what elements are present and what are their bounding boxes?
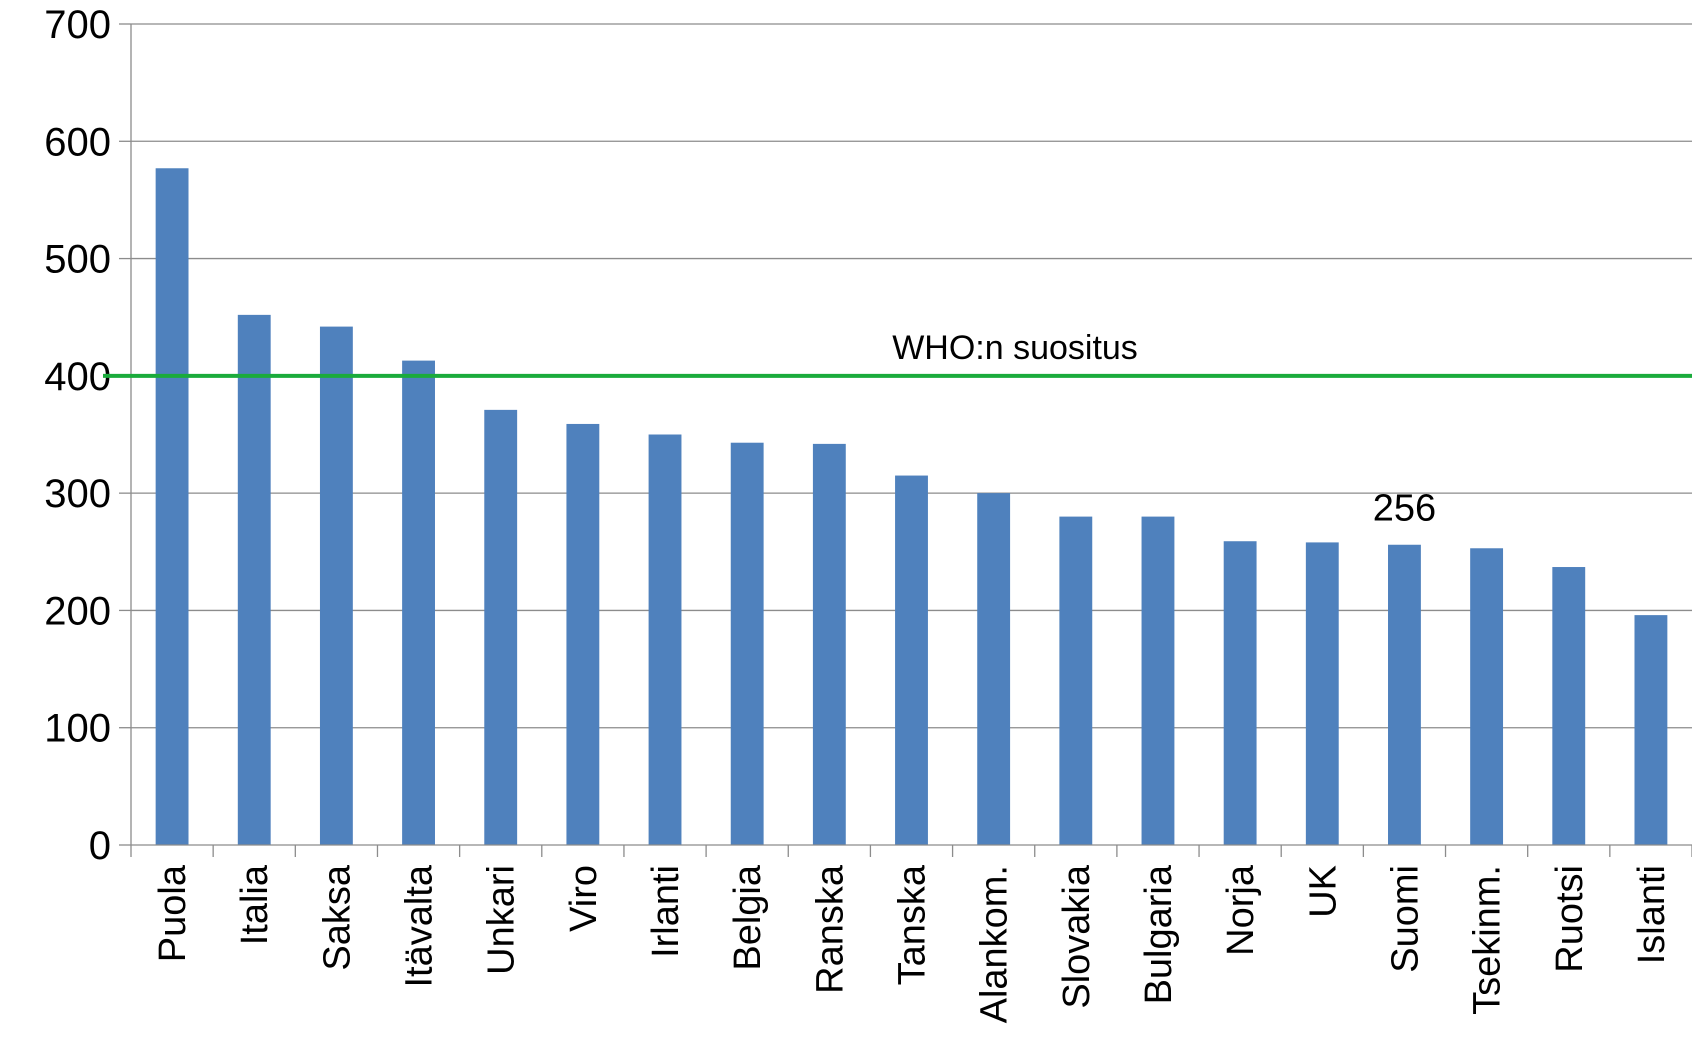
y-tick-label: 200 xyxy=(44,589,111,633)
bar-Viro xyxy=(566,423,600,845)
x-tick-label: Viro xyxy=(563,865,605,932)
bar-Islanti xyxy=(1634,615,1668,845)
x-tick-label: Norja xyxy=(1220,864,1262,956)
y-tick-label: 300 xyxy=(44,472,111,516)
bar-Slovakia xyxy=(1059,516,1093,845)
bar-Ruotsi xyxy=(1552,567,1586,845)
x-tick-label: Alankom. xyxy=(974,865,1016,1023)
bar-Belgia xyxy=(730,442,764,845)
y-tick-label: 100 xyxy=(44,707,111,751)
x-tick-label: Bulgaria xyxy=(1138,864,1180,1004)
y-tick-label: 500 xyxy=(44,238,111,282)
bar-Suomi xyxy=(1388,544,1421,845)
bar-Puola xyxy=(155,168,189,846)
x-tick-label: Itävalta xyxy=(399,864,441,987)
x-tick-label: Suomi xyxy=(1384,865,1426,973)
y-tick-label: 0 xyxy=(89,824,111,868)
bars xyxy=(155,168,1668,846)
x-tick-label: Slovakia xyxy=(1056,864,1098,1008)
y-tick-label: 600 xyxy=(44,120,111,164)
bar-Irlanti xyxy=(648,434,682,845)
y-tick-labels: 0 100 200 300 400 500 600 700 xyxy=(44,3,111,868)
bar-Alankom. xyxy=(977,493,1011,845)
bar-Norja xyxy=(1223,541,1257,845)
x-tick-label: Tsekinm. xyxy=(1467,865,1509,1015)
reference-line-group: WHO:n suositus xyxy=(103,329,1692,378)
x-tick-label: Ranska xyxy=(809,864,851,994)
y-tick-label: 700 xyxy=(44,3,111,47)
y-tick-label: 400 xyxy=(44,355,111,399)
bar-Saksa xyxy=(319,326,353,845)
x-tick-label: Saksa xyxy=(316,864,358,970)
bar-Tanska xyxy=(895,475,928,845)
bar-Tsekinm. xyxy=(1470,548,1504,845)
x-tick-label: Belgia xyxy=(727,864,769,970)
reference-line-label: WHO:n suositus xyxy=(892,329,1138,367)
x-tick-label: Unkari xyxy=(481,865,523,975)
data-labels: 256 xyxy=(1373,488,1436,530)
bar-Ranska xyxy=(812,443,846,845)
x-tick-label: Puola xyxy=(152,864,194,962)
bar-Bulgaria xyxy=(1141,516,1175,845)
x-tick-label: Tanska xyxy=(892,864,934,985)
bar-Italia xyxy=(237,314,271,846)
bar-Itävalta xyxy=(402,360,435,845)
x-tick-label: Islanti xyxy=(1631,865,1673,964)
x-tick-label: Ruotsi xyxy=(1549,865,1591,973)
bar-Unkari xyxy=(484,409,518,845)
bar-UK xyxy=(1305,542,1339,845)
x-tick-label: Irlanti xyxy=(645,865,687,958)
x-tick-label: UK xyxy=(1302,865,1344,918)
x-tick-label: Italia xyxy=(234,864,276,945)
x-tick-labels: Puola Italia Saksa Itävalta Unkari Viro Irlant… xyxy=(152,864,1673,1023)
data-label-Suomi: 256 xyxy=(1373,488,1436,530)
